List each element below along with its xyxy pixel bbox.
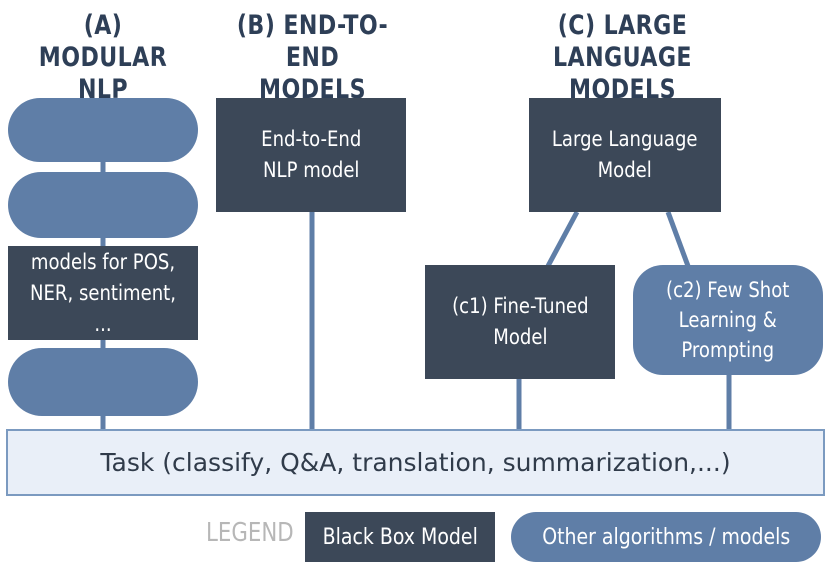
fine-tuned-line1: (c1) Fine-Tuned xyxy=(451,294,589,318)
header-end-to-end: (B) END-TO-END MODELS xyxy=(224,10,400,106)
task-bar: Task (classify, Q&A, translation, summar… xyxy=(6,429,825,496)
pipeline-step-2 xyxy=(8,172,198,238)
llm-to-c1-line xyxy=(545,210,580,268)
header-b-line1: (B) END-TO-END xyxy=(236,10,389,73)
legend-black-box-label: Black Box Model xyxy=(322,524,478,550)
task-label: Task (classify, Q&A, translation, summar… xyxy=(100,448,731,477)
llm-to-c2-line xyxy=(665,211,691,267)
legend-black-box: Black Box Model xyxy=(305,512,495,562)
pipeline-models-line2: NER, sentiment, ... xyxy=(29,280,176,336)
few-shot-line3: Prompting xyxy=(681,338,775,362)
fine-tuned-line2: Model xyxy=(492,325,548,349)
header-large-language-models: (C) LARGE LANGUAGE MODELS xyxy=(497,10,747,106)
pipeline-models-line1: models for POS, xyxy=(30,249,176,274)
legend-other-models: Other algorithms / models xyxy=(511,512,821,562)
few-shot-line1: (c2) Few Shot xyxy=(666,278,790,302)
few-shot-line2: Learning & xyxy=(678,308,778,332)
pipeline-step-4 xyxy=(8,348,198,416)
pipeline-step-1 xyxy=(8,98,198,162)
header-c-line1: (C) LARGE LANGUAGE xyxy=(553,10,692,73)
legend-other-label: Other algorithms / models xyxy=(541,524,791,550)
large-language-model-box: Large Language Model xyxy=(529,98,721,212)
pipeline-models-box: models for POS, NER, sentiment, ... xyxy=(8,246,198,340)
e2e-line2: NLP model xyxy=(262,158,360,182)
end-to-end-model-box: End-to-End NLP model xyxy=(216,98,406,212)
llm-line2: Model xyxy=(597,158,653,182)
fine-tuned-model-box: (c1) Fine-Tuned Model xyxy=(425,265,615,379)
e2e-line1: End-to-End xyxy=(260,127,362,151)
header-a-line1: (A) MODULAR xyxy=(38,10,168,73)
few-shot-prompting-box: (c2) Few Shot Learning & Prompting xyxy=(633,265,823,375)
legend-label: LEGEND xyxy=(206,518,294,548)
llm-line1: Large Language xyxy=(552,127,698,151)
